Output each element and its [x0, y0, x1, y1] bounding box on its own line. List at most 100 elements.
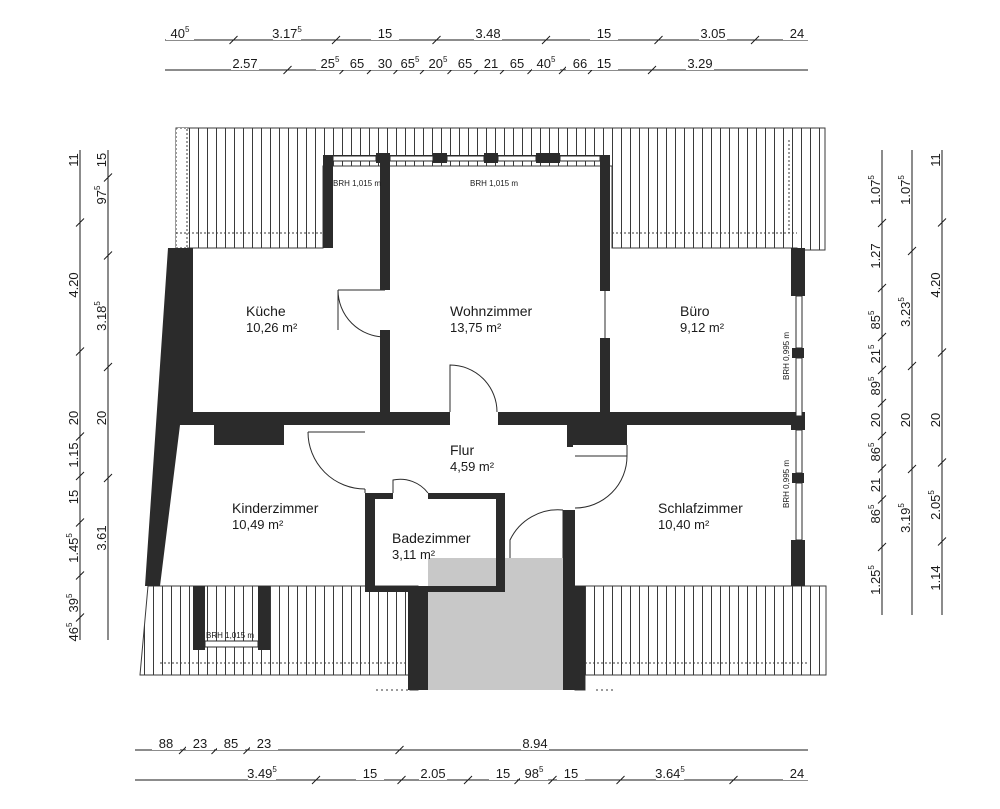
dimension-tick	[877, 332, 887, 342]
dimension-label: 24	[790, 766, 804, 781]
dimension-tick	[103, 362, 113, 372]
dimension-label-bg	[521, 742, 549, 750]
window-label: BRH 1,015 m	[206, 631, 254, 640]
room-name: Büro	[680, 303, 710, 319]
window-label: BRH 1,015 m	[470, 179, 518, 188]
dimension-label: 1.075	[867, 175, 883, 205]
dimension-label-bg	[520, 772, 548, 780]
dimension-label-bg	[186, 742, 214, 750]
room-area: 3,11 m²	[392, 547, 436, 562]
dimension-tick	[877, 365, 887, 375]
dimension-label: 20	[928, 413, 943, 427]
room-area: 4,59 m²	[450, 459, 495, 474]
dimension-label: 3.48	[475, 26, 500, 41]
dimension-tick	[907, 361, 917, 371]
dimension-label: 15	[564, 766, 578, 781]
dimension-label-bg	[451, 62, 479, 70]
window-labels: BRH 1,015 m BRH 1,015 m BRH 1,015 m BRH …	[206, 179, 791, 640]
dimension-tick	[178, 745, 188, 755]
dimension-label: 20	[66, 411, 81, 425]
dimension-label: 2.05	[420, 766, 445, 781]
room-name: Küche	[246, 303, 286, 319]
dimension-label: 1.455	[65, 533, 81, 563]
dimension-label: 11	[66, 153, 81, 167]
dimension-tick	[907, 464, 917, 474]
dimension-label-bg	[566, 62, 594, 70]
room-area: 13,75 m²	[450, 320, 502, 335]
dimension-label: 3.235	[897, 297, 913, 327]
dimension-label: 88	[159, 736, 173, 751]
dimension-label: 985	[525, 765, 544, 781]
dimension-label-bg	[590, 32, 618, 40]
dimension-tick	[937, 458, 947, 467]
dimension-label: 23	[257, 736, 271, 751]
dimension-tick	[907, 246, 917, 256]
dimension-label: 215	[867, 344, 883, 363]
dimension-tick	[558, 65, 568, 75]
dimension-label-bg	[273, 32, 301, 40]
dimension-tick	[75, 347, 85, 356]
dimension-label-bg	[371, 62, 399, 70]
dimension-label-bg	[424, 62, 452, 70]
dimension-tick	[877, 495, 887, 504]
dimension-tick	[877, 464, 887, 473]
room-area: 10,40 m²	[658, 517, 710, 532]
dimension-label: 255	[321, 55, 340, 71]
dimension-label: 3.645	[655, 765, 685, 781]
dimension-tick	[877, 398, 887, 408]
dimension-label: 65	[458, 56, 472, 71]
dimension-tick	[877, 542, 887, 552]
dimension-label: 865	[867, 504, 883, 523]
dimension-tick	[541, 35, 551, 45]
dimension-label-bg	[656, 772, 684, 780]
dimension-label: 8.94	[522, 736, 547, 751]
dimension-label-bg	[419, 772, 447, 780]
dimension-label: 3.185	[93, 301, 109, 331]
dimension-label: 1.255	[867, 565, 883, 595]
dimension-label-bg	[557, 772, 585, 780]
dimension-label-bg	[783, 32, 811, 40]
dimension-label-bg	[396, 62, 424, 70]
dimension-label: 65	[350, 56, 364, 71]
dimension-tick	[75, 432, 85, 441]
dimension-label: 405	[171, 25, 190, 41]
dimension-tick	[103, 251, 113, 260]
dimension-label: 20	[868, 413, 883, 427]
dimension-label: 3.175	[272, 25, 302, 41]
dimension-label: 4.20	[928, 272, 943, 297]
dimension-label-bg	[217, 742, 245, 750]
room-area: 10,26 m²	[246, 320, 298, 335]
dimension-label-bg	[699, 32, 727, 40]
dimension-tick	[463, 775, 473, 785]
dimension-label: 30	[378, 56, 392, 71]
room-name: Badezimmer	[392, 530, 471, 546]
dimension-label: 15	[597, 56, 611, 71]
room-area: 9,12 m²	[680, 320, 725, 335]
dimension-tick	[103, 473, 113, 483]
dimension-label: 85	[224, 736, 238, 751]
dimension-label: 3.05	[700, 26, 725, 41]
dimension-label-bg	[250, 742, 278, 750]
dimension-label-bg	[343, 62, 371, 70]
dimension-label: 205	[429, 55, 448, 71]
dimension-tick	[311, 775, 321, 785]
dimension-label: 465	[65, 622, 81, 641]
dimension-tick	[877, 218, 887, 228]
dimension-tick	[331, 35, 341, 45]
dimension-tick	[397, 775, 406, 785]
dimension-label-bg	[371, 32, 399, 40]
dimension-label: 3.29	[687, 56, 712, 71]
dimension-label: 15	[597, 26, 611, 41]
dimension-label: 865	[867, 442, 883, 461]
dimension-label: 1.27	[868, 243, 883, 268]
dimension-label: 3.61	[94, 525, 109, 550]
dimension-tick	[616, 775, 625, 785]
dimension-label-bg	[503, 62, 531, 70]
windows	[204, 155, 803, 648]
dimension-tick	[877, 283, 887, 293]
dimension-label: 15	[94, 153, 109, 167]
dimension-label-bg	[152, 742, 180, 750]
dimension-label: 855	[867, 310, 883, 329]
window-label: BRH 1,015 m	[333, 179, 381, 188]
